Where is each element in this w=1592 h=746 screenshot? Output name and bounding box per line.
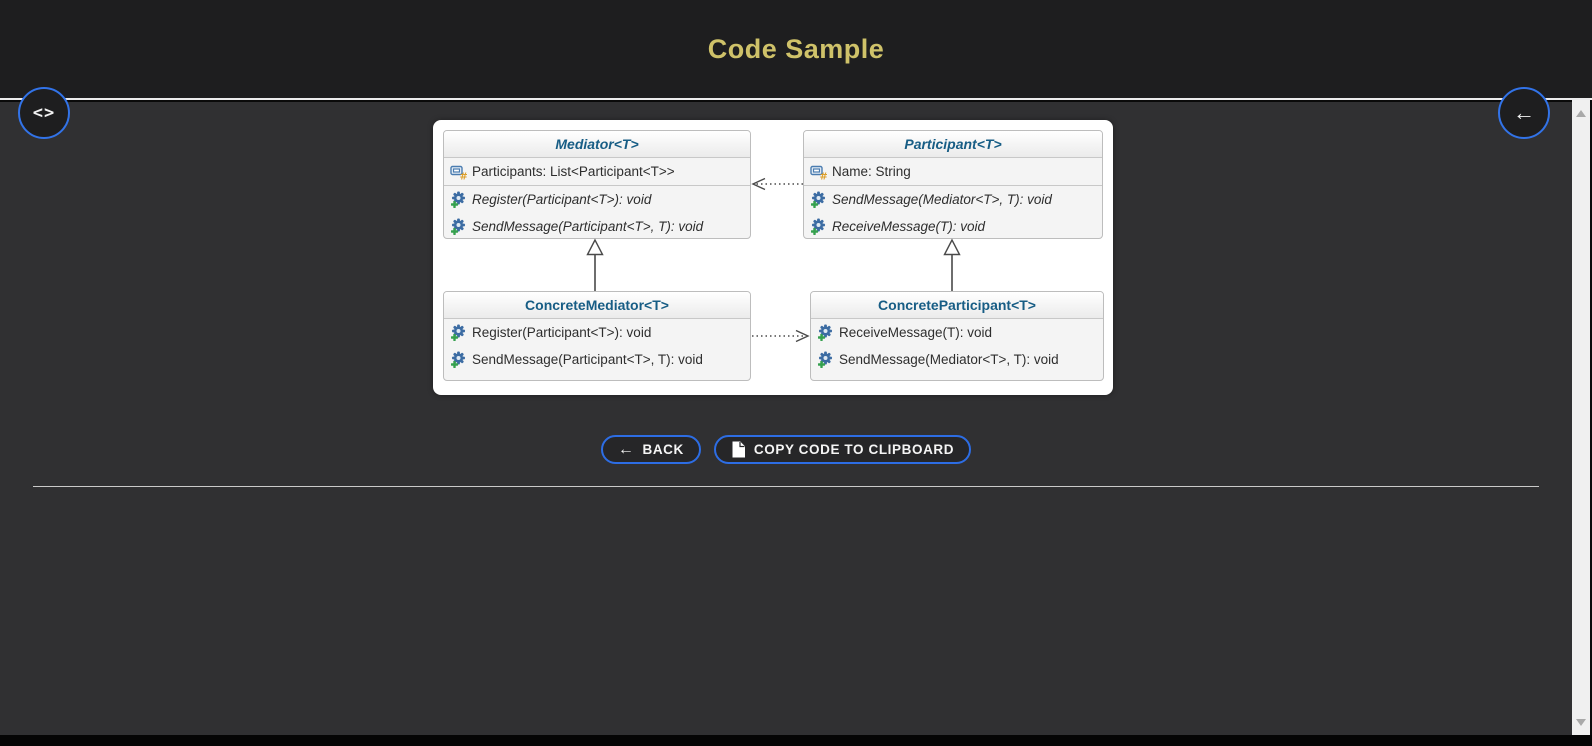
member-text: Name: String: [832, 164, 911, 179]
bottom-edge: [0, 735, 1592, 746]
method-member: SendMessage(Mediator<T>, T): void: [804, 186, 1102, 213]
document-icon: [732, 441, 745, 458]
back-arrow-icon: ←: [617, 440, 635, 458]
back-nav-button[interactable]: ←: [1498, 87, 1550, 139]
method-member: SendMessage(Participant<T>, T): void: [444, 213, 750, 238]
member-text: SendMessage(Participant<T>, T): void: [472, 352, 703, 367]
method-icon: [818, 351, 832, 368]
fields-section: # Name: String: [804, 158, 1102, 186]
method-member: ReceiveMessage(T): void: [811, 319, 1103, 346]
field-icon: #: [810, 165, 828, 180]
window-edge: [1590, 100, 1592, 735]
class-title: ConcreteParticipant<T>: [811, 292, 1103, 319]
field-icon: #: [450, 165, 468, 180]
class-title: ConcreteMediator<T>: [444, 292, 750, 319]
section-divider: [33, 486, 1539, 487]
member-text: Register(Participant<T>): void: [472, 325, 652, 340]
method-icon: [811, 218, 825, 235]
method-member: SendMessage(Participant<T>, T): void: [444, 346, 750, 373]
method-member: Register(Participant<T>): void: [444, 186, 750, 213]
member-text: ReceiveMessage(T): void: [839, 325, 993, 340]
member-text: SendMessage(Mediator<T>, T): void: [832, 192, 1052, 207]
class-box-concrete-mediator: ConcreteMediator<T>Register(Participant<…: [443, 291, 751, 381]
page-title: Code Sample: [707, 33, 885, 64]
page-scrollbar[interactable]: [1572, 100, 1590, 735]
member-text: SendMessage(Participant<T>, T): void: [472, 219, 704, 234]
method-member: ReceiveMessage(T): void: [804, 213, 1102, 238]
back-button-label: BACK: [642, 442, 684, 457]
class-title: Participant<T>: [804, 131, 1102, 158]
code-toggle-icon: <>: [32, 103, 56, 123]
method-icon: [451, 351, 465, 368]
back-button[interactable]: ← BACK: [600, 435, 701, 464]
action-bar: ← BACK COPY CODE TO CLIPBOARD: [0, 435, 1572, 464]
fields-section: # Participants: List<Participant<T>>: [444, 158, 750, 186]
class-box-mediator: Mediator<T> # Participants: List<Participa…: [443, 130, 751, 239]
member-text: ReceiveMessage(T): void: [832, 219, 986, 234]
svg-text:#: #: [460, 171, 468, 180]
method-icon: [451, 218, 465, 235]
content-area: Mediator<T> # Participants: List<Participa…: [0, 102, 1572, 735]
scroll-down-icon[interactable]: [1572, 713, 1590, 731]
method-icon: [451, 191, 465, 208]
method-icon: [811, 191, 825, 208]
view-code-button[interactable]: <>: [18, 87, 70, 139]
member-text: Participants: List<Participant<T>>: [472, 164, 675, 179]
copy-code-button-label: COPY CODE TO CLIPBOARD: [753, 442, 955, 457]
page-header: Code Sample: [0, 0, 1592, 100]
member-text: SendMessage(Mediator<T>, T): void: [839, 352, 1059, 367]
method-member: SendMessage(Mediator<T>, T): void: [811, 346, 1103, 373]
field-member: # Name: String: [804, 158, 1102, 185]
member-text: Register(Participant<T>): void: [472, 192, 652, 207]
class-box-participant: Participant<T> # Name: StringSendMessage(M…: [803, 130, 1103, 239]
back-arrow-icon: ←: [1513, 100, 1535, 125]
method-member: Register(Participant<T>): void: [444, 319, 750, 346]
svg-text:#: #: [820, 171, 828, 180]
method-icon: [818, 324, 832, 341]
class-title: Mediator<T>: [444, 131, 750, 158]
uml-diagram-panel: Mediator<T> # Participants: List<Participa…: [433, 120, 1113, 395]
scroll-up-icon[interactable]: [1572, 104, 1590, 122]
class-box-concrete-participant: ConcreteParticipant<T>ReceiveMessage(T):…: [810, 291, 1104, 381]
copy-code-button[interactable]: COPY CODE TO CLIPBOARD: [713, 435, 972, 464]
field-member: # Participants: List<Participant<T>>: [444, 158, 750, 185]
method-icon: [451, 324, 465, 341]
